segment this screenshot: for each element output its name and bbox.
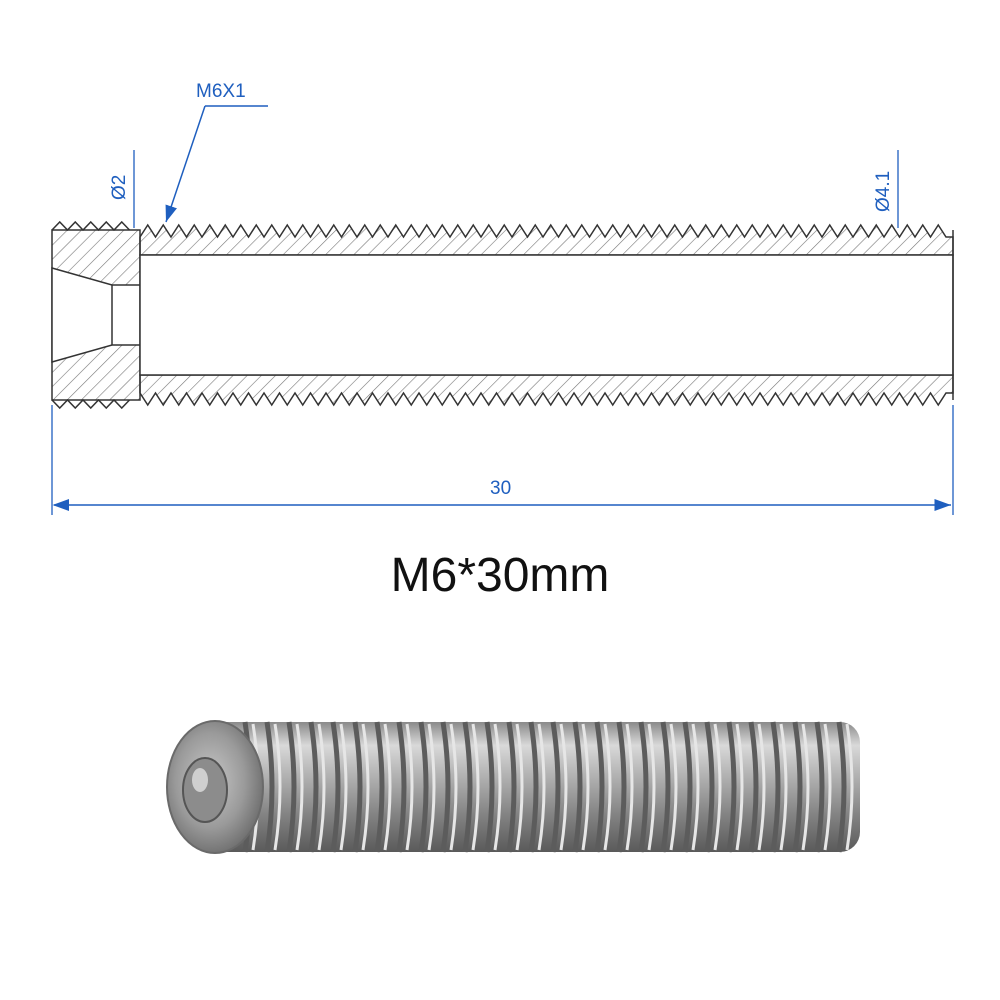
thread-ridge	[286, 721, 297, 853]
hex-socket	[182, 757, 228, 823]
thread-highlight	[339, 723, 348, 851]
thread-ridge	[660, 721, 671, 853]
thread-highlight	[581, 723, 590, 851]
thread-ridges	[242, 721, 854, 853]
left-end-top-serration	[51, 220, 131, 232]
top-wall-section	[139, 223, 954, 256]
thread-ridge	[748, 721, 759, 853]
thread-highlight	[669, 723, 678, 851]
inner-diameter-label: Ø2	[109, 175, 130, 200]
thread-highlight	[427, 723, 436, 851]
size-caption: M6*30mm	[390, 549, 610, 602]
thread-highlight	[625, 723, 634, 851]
thread-highlight	[691, 723, 700, 851]
thread-ridge	[704, 721, 715, 853]
thread-ridge	[506, 721, 517, 853]
thread-ridge	[572, 721, 583, 853]
thread-ridge	[264, 721, 275, 853]
thread-ridge	[330, 721, 341, 853]
bore-diameter-label: Ø4.1	[873, 171, 894, 212]
thread-highlight	[713, 723, 722, 851]
thread-ridge	[770, 721, 781, 853]
thread-highlight	[405, 723, 414, 851]
technical-drawing: M6X1 Ø2 Ø4.1 30	[51, 81, 954, 515]
thread-highlight	[383, 723, 392, 851]
thread-ridge	[462, 721, 473, 853]
threaded-rod-photo	[166, 720, 860, 854]
thread-highlight	[361, 723, 370, 851]
length-label: 30	[490, 478, 511, 499]
thread-highlight	[471, 723, 480, 851]
thread-highlight	[647, 723, 656, 851]
thread-highlight	[273, 723, 282, 851]
thread-ridge	[484, 721, 495, 853]
thread-highlight	[559, 723, 568, 851]
thread-highlight	[735, 723, 744, 851]
thread-highlight	[801, 723, 810, 851]
thread-ridge	[374, 721, 385, 853]
thread-ridge	[528, 721, 539, 853]
thread-ridge	[792, 721, 803, 853]
thread-ridge	[352, 721, 363, 853]
thread-ridge	[418, 721, 429, 853]
thread-ridge	[616, 721, 627, 853]
thread-highlight	[493, 723, 502, 851]
thread-highlight	[317, 723, 326, 851]
thread-highlight	[515, 723, 524, 851]
main-bore	[139, 254, 954, 376]
left-end-bottom-serration	[51, 398, 131, 410]
thread-highlight	[757, 723, 766, 851]
thread-ridge	[550, 721, 561, 853]
thread-ridge	[814, 721, 825, 853]
thread-highlight	[779, 723, 788, 851]
thread-ridge	[836, 721, 847, 853]
thread-ridge	[396, 721, 407, 853]
thread-highlight	[537, 723, 546, 851]
thread-highlight	[449, 723, 458, 851]
thread-ridge	[726, 721, 737, 853]
socket-highlight	[192, 768, 208, 792]
thread-highlight	[845, 723, 854, 851]
thread-ridge	[682, 721, 693, 853]
thread-highlight	[295, 723, 304, 851]
thread-label: M6X1	[196, 81, 246, 102]
thread-ridge	[638, 721, 649, 853]
thread-ridge	[308, 721, 319, 853]
thread-leader-arrow	[165, 105, 206, 223]
thread-highlight	[823, 723, 832, 851]
bottom-wall-section	[139, 374, 954, 407]
thread-highlight	[603, 723, 612, 851]
thread-ridge	[440, 721, 451, 853]
thread-ridge	[594, 721, 605, 853]
